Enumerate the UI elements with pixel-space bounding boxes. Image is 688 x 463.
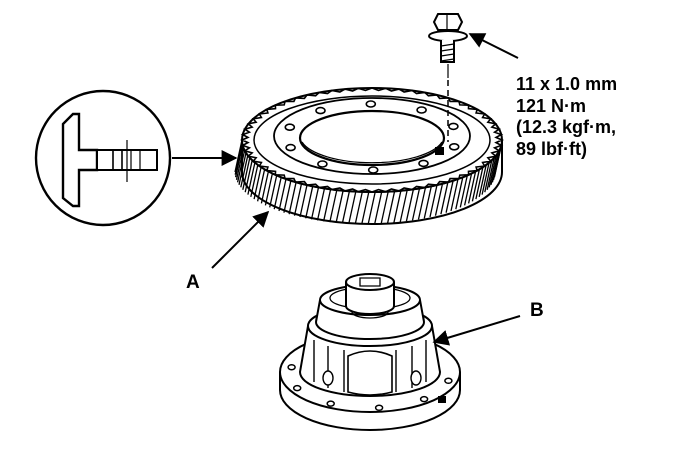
ring-gear-icon	[234, 87, 505, 225]
bolt-torque-spec: 11 x 1.0 mm 121 N·m (12.3 kgf·m, 89 lbf·…	[516, 74, 617, 160]
leader-b	[432, 315, 521, 346]
bolt-orientation-detail-icon	[34, 89, 172, 227]
differential-carrier-icon	[279, 273, 461, 431]
bolt-size-text: 11 x 1.0 mm	[516, 74, 618, 94]
callout-a-label: A	[186, 272, 200, 293]
flange-bolt-icon	[428, 13, 468, 142]
torque-kgfm-text: (12.3 kgf·m,	[516, 117, 617, 137]
callout-b-label: B	[530, 300, 544, 321]
torque-lbfft-text: 89 lbf·ft)	[516, 138, 587, 159]
leader-a	[211, 210, 270, 269]
torque-nm-text: 121 N·m	[516, 95, 587, 116]
bolt-spec-leader	[468, 33, 519, 59]
callout-leaders	[172, 33, 521, 346]
